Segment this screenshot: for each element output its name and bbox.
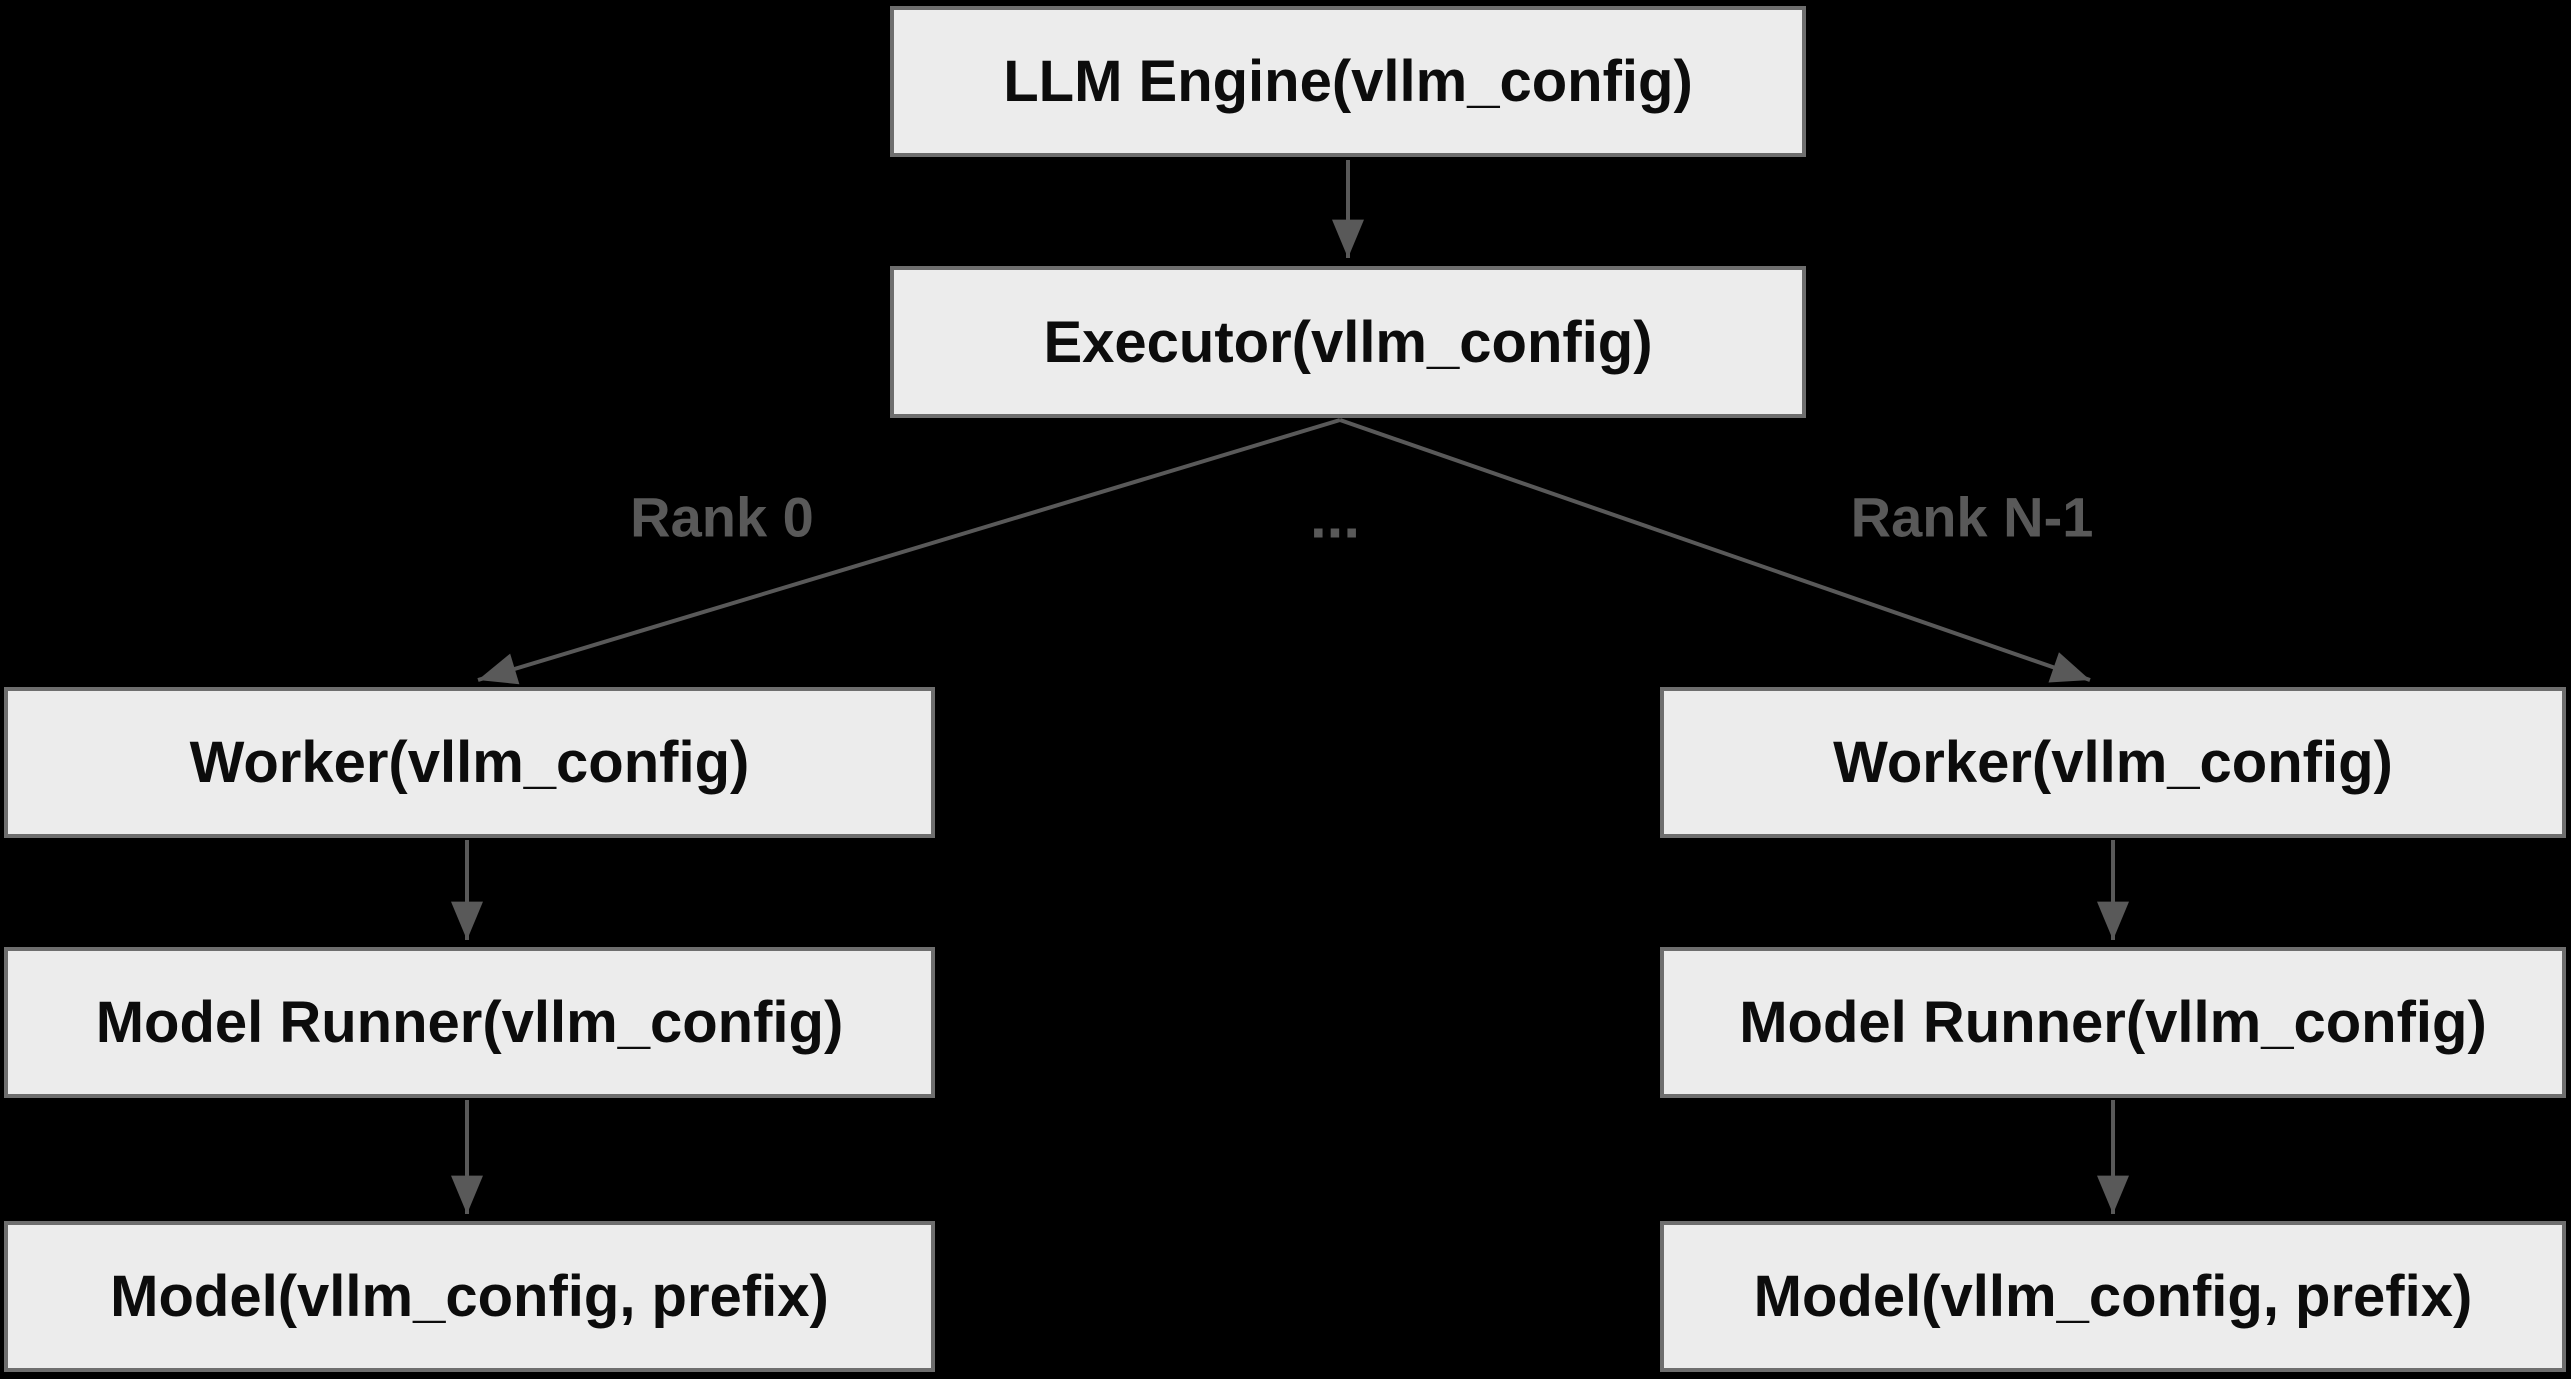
node-model-runner-left: Model Runner(vllm_config): [4, 947, 935, 1098]
node-model-runner-right: Model Runner(vllm_config): [1660, 947, 2566, 1098]
node-worker-right: Worker(vllm_config): [1660, 687, 2566, 838]
edge-label-ellipsis: ...: [1309, 483, 1361, 551]
node-model-left: Model(vllm_config, prefix): [4, 1221, 935, 1372]
edge-label-rank-0: Rank 0: [630, 485, 814, 549]
node-model-right: Model(vllm_config, prefix): [1660, 1221, 2566, 1372]
edge-executor-to-worker-left: [477, 418, 1341, 685]
edge-executor-to-worker-right: [1339, 418, 2091, 683]
node-executor: Executor(vllm_config): [890, 266, 1806, 418]
node-llm-engine: LLM Engine(vllm_config): [890, 6, 1806, 157]
edge-label-rank-n-1: Rank N-1: [1850, 485, 2094, 549]
node-worker-left: Worker(vllm_config): [4, 687, 935, 838]
